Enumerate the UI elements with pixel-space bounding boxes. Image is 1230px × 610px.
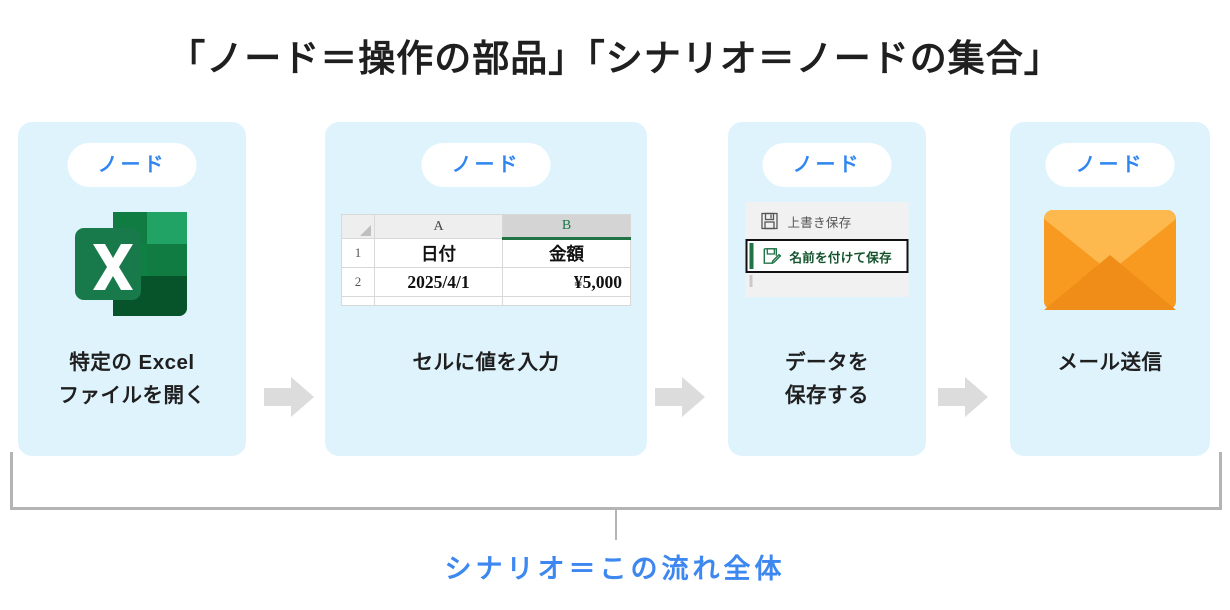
cell-b1[interactable]: 金額 bbox=[502, 238, 631, 268]
node-card-open-excel[interactable]: ノード 特定の Excel ファイルを開く bbox=[18, 122, 246, 456]
cell-b3[interactable] bbox=[502, 296, 631, 306]
scenario-bracket-stem bbox=[615, 510, 617, 540]
node-badge: ノード bbox=[421, 143, 551, 187]
node-card-save-data[interactable]: ノード 上書き保存 bbox=[728, 122, 926, 456]
envelope-icon bbox=[1044, 210, 1176, 310]
arrow-right-icon-3 bbox=[938, 377, 988, 417]
menu-scroll-indicator bbox=[746, 275, 909, 287]
node-visual-save-menu: 上書き保存 名前を付けて保存 bbox=[728, 194, 926, 334]
menu-item-save-as[interactable]: 名前を付けて保存 bbox=[745, 239, 909, 273]
menu-item-overwrite-save[interactable]: 上書き保存 bbox=[746, 205, 909, 237]
node-caption: セルに値を入力 bbox=[325, 346, 647, 379]
table-row: 2 2025/4/1 ¥5,000 bbox=[341, 267, 631, 297]
row-header-1[interactable]: 1 bbox=[341, 238, 375, 268]
node-caption: メール送信 bbox=[1010, 346, 1210, 379]
menu-item-label: 上書き保存 bbox=[787, 215, 852, 230]
node-badge: ノード bbox=[67, 143, 197, 187]
floppy-disk-icon bbox=[761, 212, 778, 230]
node-visual-envelope bbox=[1010, 194, 1210, 334]
table-row-partial bbox=[341, 296, 631, 306]
column-header-b[interactable]: B bbox=[502, 214, 631, 240]
caption-line: 特定の Excel bbox=[69, 351, 195, 374]
cell-a3[interactable] bbox=[374, 296, 503, 306]
page-title: 「ノード＝操作の部品」「シナリオ＝ノードの集合」 bbox=[168, 38, 1062, 79]
node-badge: ノード bbox=[762, 143, 892, 187]
column-header-a[interactable]: A bbox=[374, 214, 503, 239]
arrow-right-icon-1 bbox=[264, 377, 314, 417]
node-caption: 特定の Excel ファイルを開く bbox=[18, 346, 246, 412]
cell-a1[interactable]: 日付 bbox=[374, 238, 503, 268]
table-row: 1 日付 金額 bbox=[341, 238, 631, 268]
cell-b2[interactable]: ¥5,000 bbox=[502, 267, 631, 297]
node-visual-spreadsheet: A B 1 日付 金額 2 2025/4/1 ¥5,000 bbox=[325, 194, 647, 334]
caption-line: セルに値を入力 bbox=[412, 351, 560, 374]
caption-line: データを bbox=[785, 351, 869, 374]
scenario-bracket bbox=[10, 452, 1222, 510]
caption-line: ファイルを開く bbox=[58, 384, 206, 407]
caption-line: メール送信 bbox=[1057, 351, 1163, 374]
caption-line: 保存する bbox=[785, 384, 869, 407]
spreadsheet[interactable]: A B 1 日付 金額 2 2025/4/1 ¥5,000 bbox=[341, 214, 631, 306]
arrow-right-icon-2 bbox=[655, 377, 705, 417]
row-header-empty bbox=[341, 296, 375, 306]
excel-file-icon bbox=[75, 212, 187, 316]
spreadsheet-header-row: A B bbox=[341, 214, 631, 240]
node-visual-excel bbox=[18, 194, 246, 334]
select-all-corner-icon[interactable] bbox=[341, 214, 375, 239]
node-flow: ノード 特定の Excel ファイルを開く ノード bbox=[0, 122, 1230, 456]
row-header-2[interactable]: 2 bbox=[341, 267, 375, 297]
node-caption: データを 保存する bbox=[728, 346, 926, 412]
save-menu: 上書き保存 名前を付けて保存 bbox=[745, 202, 909, 297]
node-card-enter-value[interactable]: ノード A B 1 日付 金額 2 2025/4/1 ¥5,000 bbox=[325, 122, 647, 456]
save-as-icon bbox=[763, 248, 782, 264]
node-badge: ノード bbox=[1045, 143, 1175, 187]
cell-a2[interactable]: 2025/4/1 bbox=[374, 267, 503, 297]
menu-item-label: 名前を付けて保存 bbox=[789, 250, 892, 265]
scenario-caption: シナリオ＝この流れ全体 bbox=[444, 554, 786, 584]
node-card-send-mail[interactable]: ノード メール送信 bbox=[1010, 122, 1210, 456]
